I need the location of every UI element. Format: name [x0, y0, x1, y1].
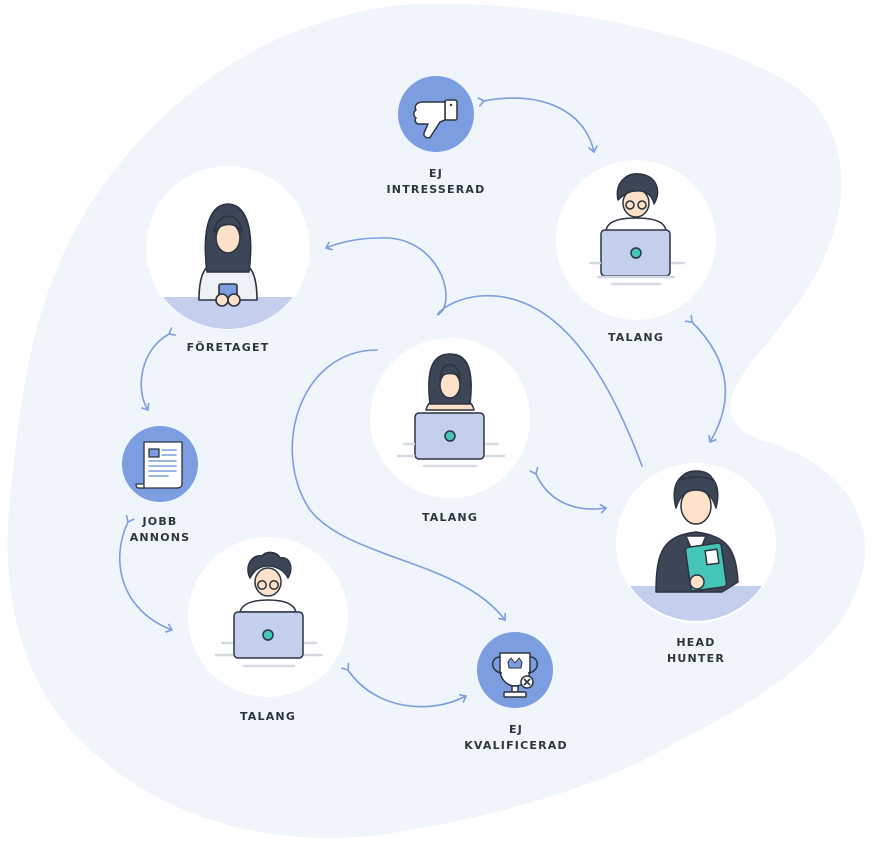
- ej-intresserad-label: EJ INTRESSERAD: [376, 166, 496, 198]
- talang-bottom-left-node[interactable]: [188, 537, 348, 697]
- ej-kvalificerad-line1: EJ: [508, 723, 523, 736]
- head-hunter-line2: HUNTER: [666, 652, 726, 665]
- woman-with-coffee-icon: [198, 203, 258, 307]
- ej-intresserad-node[interactable]: [398, 76, 474, 152]
- talang-top-right-node[interactable]: [556, 160, 716, 320]
- arrow-center-talang-headhunter: [529, 466, 607, 514]
- jobb-annons-node[interactable]: [122, 426, 198, 502]
- ej-intresserad-line1: EJ: [428, 167, 443, 180]
- headhunter-with-folder-icon: [655, 470, 739, 593]
- arrow-talang-headhunter-right: [684, 314, 727, 443]
- talang-center-label: TALANG: [390, 510, 510, 526]
- ej-kvalificerad-node[interactable]: [477, 632, 553, 708]
- talang-top-right-label-text: TALANG: [607, 331, 665, 344]
- desk-lines: [214, 641, 324, 668]
- foretaget-node[interactable]: [146, 166, 310, 330]
- arrow-foretaget-loop: [325, 237, 643, 467]
- ej-kvalificerad-label: EJ KVALIFICERAD: [456, 722, 576, 754]
- ej-kvalificerad-line2: KVALIFICERAD: [464, 739, 568, 752]
- head-hunter-line1: HEAD: [676, 636, 716, 649]
- text-lines: [148, 449, 177, 477]
- desk-lines: [588, 261, 686, 286]
- jobb-annons-label: JOBB ANNONS: [100, 514, 220, 546]
- arrow-intresserad-talang: [477, 97, 598, 153]
- talang-bottom-left-label: TALANG: [208, 709, 328, 725]
- ej-intresserad-line2: INTRESSERAD: [386, 183, 486, 196]
- person-at-laptop-icon: [600, 172, 671, 277]
- head-hunter-label: HEAD HUNTER: [636, 635, 756, 667]
- arrow-talang-kvalificerad: [341, 662, 467, 708]
- talang-top-right-label: TALANG: [576, 330, 696, 346]
- talang-bottom-left-label-text: TALANG: [239, 710, 297, 723]
- foretaget-label-text: FÖRETAGET: [186, 341, 270, 354]
- jobb-annons-line1: JOBB: [142, 515, 178, 528]
- person-at-laptop-icon: [233, 551, 304, 659]
- desk-lines: [396, 442, 506, 468]
- jobb-annons-line2: ANNONS: [129, 531, 191, 544]
- arrow-jobbannons-talang: [118, 514, 173, 633]
- arrow-foretaget-jobbannons: [140, 327, 177, 411]
- foretaget-label: FÖRETAGET: [168, 340, 288, 356]
- talang-center-node[interactable]: [370, 338, 530, 498]
- trophy-with-x-icon: [492, 652, 538, 698]
- person-at-laptop-icon: [414, 353, 485, 460]
- flow-arrows: [118, 97, 727, 708]
- thumbs-down-icon: [413, 99, 458, 139]
- arrow-center-to-kvalificerad: [291, 349, 506, 621]
- head-hunter-node[interactable]: [616, 463, 776, 623]
- talang-center-label-text: TALANG: [421, 511, 479, 524]
